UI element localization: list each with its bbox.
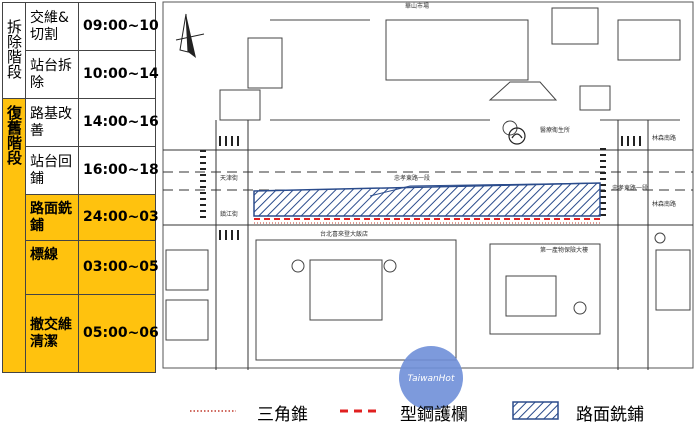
- time-cell: 09:00~10:00: [78, 2, 184, 51]
- building-right-label: 第一產物保險大樓: [540, 246, 588, 254]
- time-cell: 14:00~16:00: [78, 98, 184, 147]
- site-map: 華山市場 醫療衛生所 忠孝東路一段 忠孝東路一段 天津街 鎮江街 林森南: [160, 0, 698, 372]
- task-cell: 站台拆除: [25, 50, 79, 99]
- task-cell: 交維&切割: [25, 2, 79, 51]
- building-small-label: 醫療衛生所: [540, 126, 570, 134]
- north-arrow-icon: [175, 13, 205, 58]
- road-main-left-label: 忠孝東路一段: [394, 174, 430, 182]
- phase-demolition-label: 拆除階段: [5, 18, 23, 79]
- phase-restoration-label: 復舊階段: [5, 105, 23, 165]
- time-cell: 10:00~14:00: [78, 50, 184, 99]
- phase-restoration: 復舊階段: [2, 98, 26, 373]
- legend: [190, 401, 559, 420]
- bottom-buildings: [165, 232, 691, 361]
- road-right-label: 林森南路: [652, 134, 676, 142]
- task-cell: 撤交維清潔: [25, 294, 79, 373]
- task-cell: 路面銑鋪: [25, 194, 79, 241]
- legend-barrier-label: 型鋼護欄: [400, 405, 468, 425]
- time-cell: 24:00~03:00: [78, 194, 184, 241]
- crosswalk-top: [219, 136, 641, 240]
- building-left-label: 台北喜來登大飯店: [320, 230, 368, 238]
- legend-milling-swatch: [512, 401, 559, 420]
- time-cell: 16:00~18:00: [78, 146, 184, 195]
- time-cell: 03:00~05:00: [78, 240, 184, 295]
- road-main-right-label: 忠孝東路一段: [612, 184, 648, 192]
- task-cell: 標線: [25, 240, 79, 295]
- building-top-label: 華山市場: [405, 2, 429, 10]
- metro-station-icon: [508, 127, 526, 145]
- schedule-table: 拆除階段 交維&切割 09:00~10:00 站台拆除 10:00~14:00 …: [2, 2, 184, 373]
- phase-demolition: 拆除階段: [2, 2, 26, 99]
- road-right2-label: 林森南路: [652, 200, 676, 208]
- crosswalks: [200, 148, 606, 218]
- legend-milling-label: 路面銑鋪: [576, 405, 644, 425]
- road-left-top-label: 天津街: [220, 174, 238, 182]
- milling-area: [253, 182, 601, 217]
- legend-cone-label: 三角錐: [257, 405, 308, 425]
- watermark-logo: TaiwanHot: [399, 346, 463, 410]
- task-cell: 站台回鋪: [25, 146, 79, 195]
- task-cell: 路基改善: [25, 98, 79, 147]
- watermark-text: TaiwanHot: [408, 374, 455, 384]
- time-cell: 05:00~06:00: [78, 294, 184, 373]
- top-buildings: [219, 7, 681, 136]
- road-left-bottom-label: 鎮江街: [220, 210, 238, 218]
